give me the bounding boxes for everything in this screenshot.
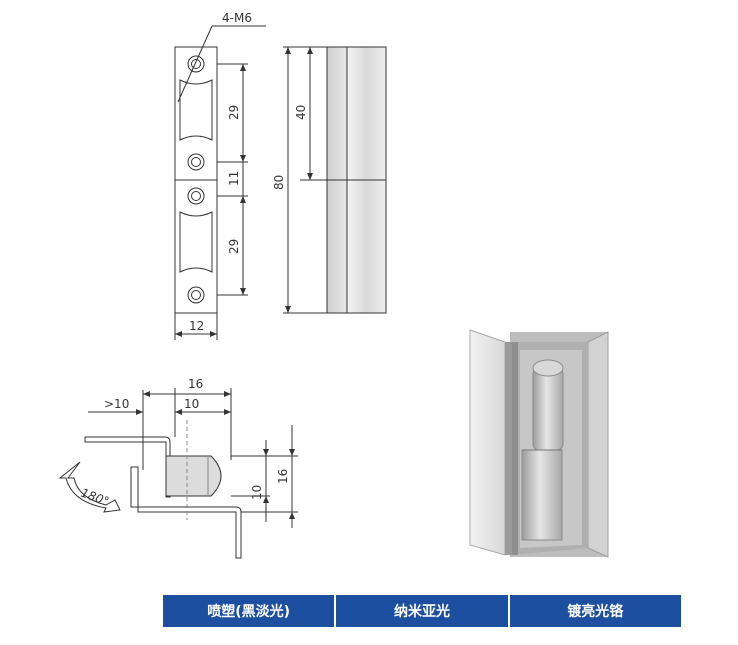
- dim-12: 12: [189, 319, 204, 333]
- dim-29-top: 29: [227, 105, 241, 120]
- dim-10-right: 10: [250, 485, 264, 500]
- front-view: [174, 25, 266, 340]
- finish-options-bar: 喷塑(黑淡光) 纳米亚光 镀亮光铬: [163, 595, 681, 627]
- top-view: [58, 388, 298, 559]
- dim-16-right: 16: [276, 469, 290, 484]
- dim-4-m6: 4-M6: [222, 11, 252, 25]
- finish-powder-coat: 喷塑(黑淡光): [207, 604, 291, 620]
- dim-10-top: 10: [184, 397, 199, 411]
- finish-bright-chrome: 镀亮光铬: [507, 595, 681, 627]
- finish-nano-matte: 纳米亚光: [334, 595, 507, 627]
- dim-16-top: 16: [188, 377, 203, 391]
- dim-29-bottom: 29: [227, 239, 241, 254]
- dim-11: 11: [227, 171, 241, 186]
- dim-80: 80: [272, 175, 286, 190]
- hinge-3d-render: [469, 329, 609, 558]
- mounting-holes: [187, 55, 205, 304]
- dim-40: 40: [294, 105, 308, 120]
- dim-gt10: >10: [104, 397, 129, 411]
- side-view: [283, 46, 387, 314]
